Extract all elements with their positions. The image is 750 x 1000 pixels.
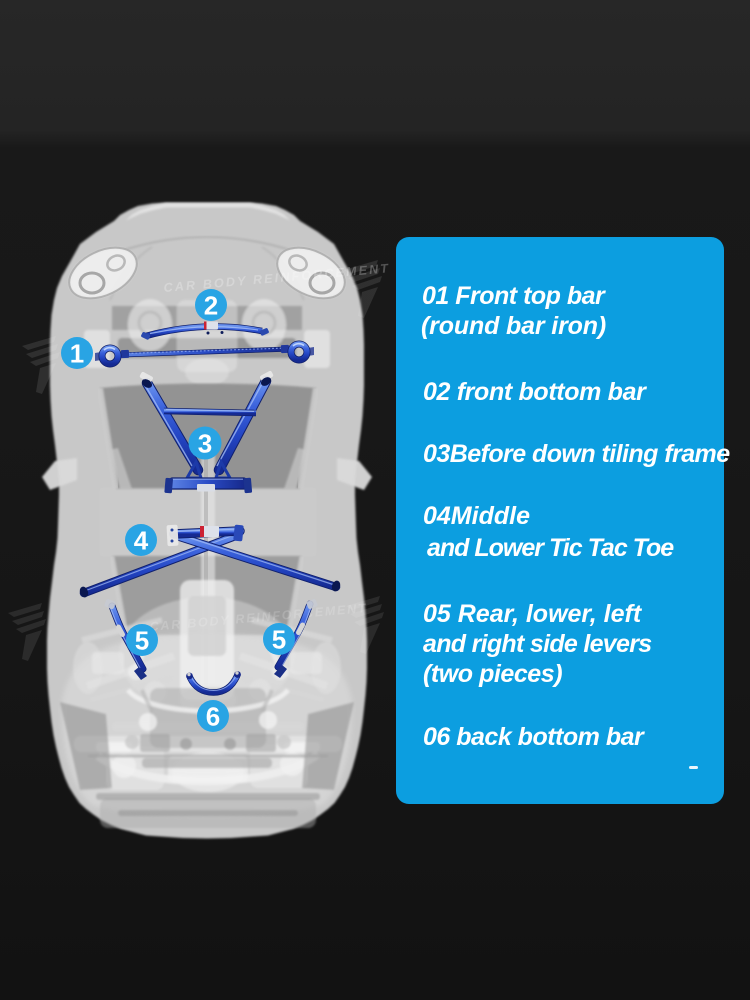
svg-text:6: 6 [206,702,220,732]
svg-text:2: 2 [204,291,218,321]
svg-text:5: 5 [135,626,149,656]
svg-text:4: 4 [134,526,149,556]
svg-text:5: 5 [272,625,286,655]
svg-text:3: 3 [198,429,212,459]
svg-text:1: 1 [70,339,84,369]
